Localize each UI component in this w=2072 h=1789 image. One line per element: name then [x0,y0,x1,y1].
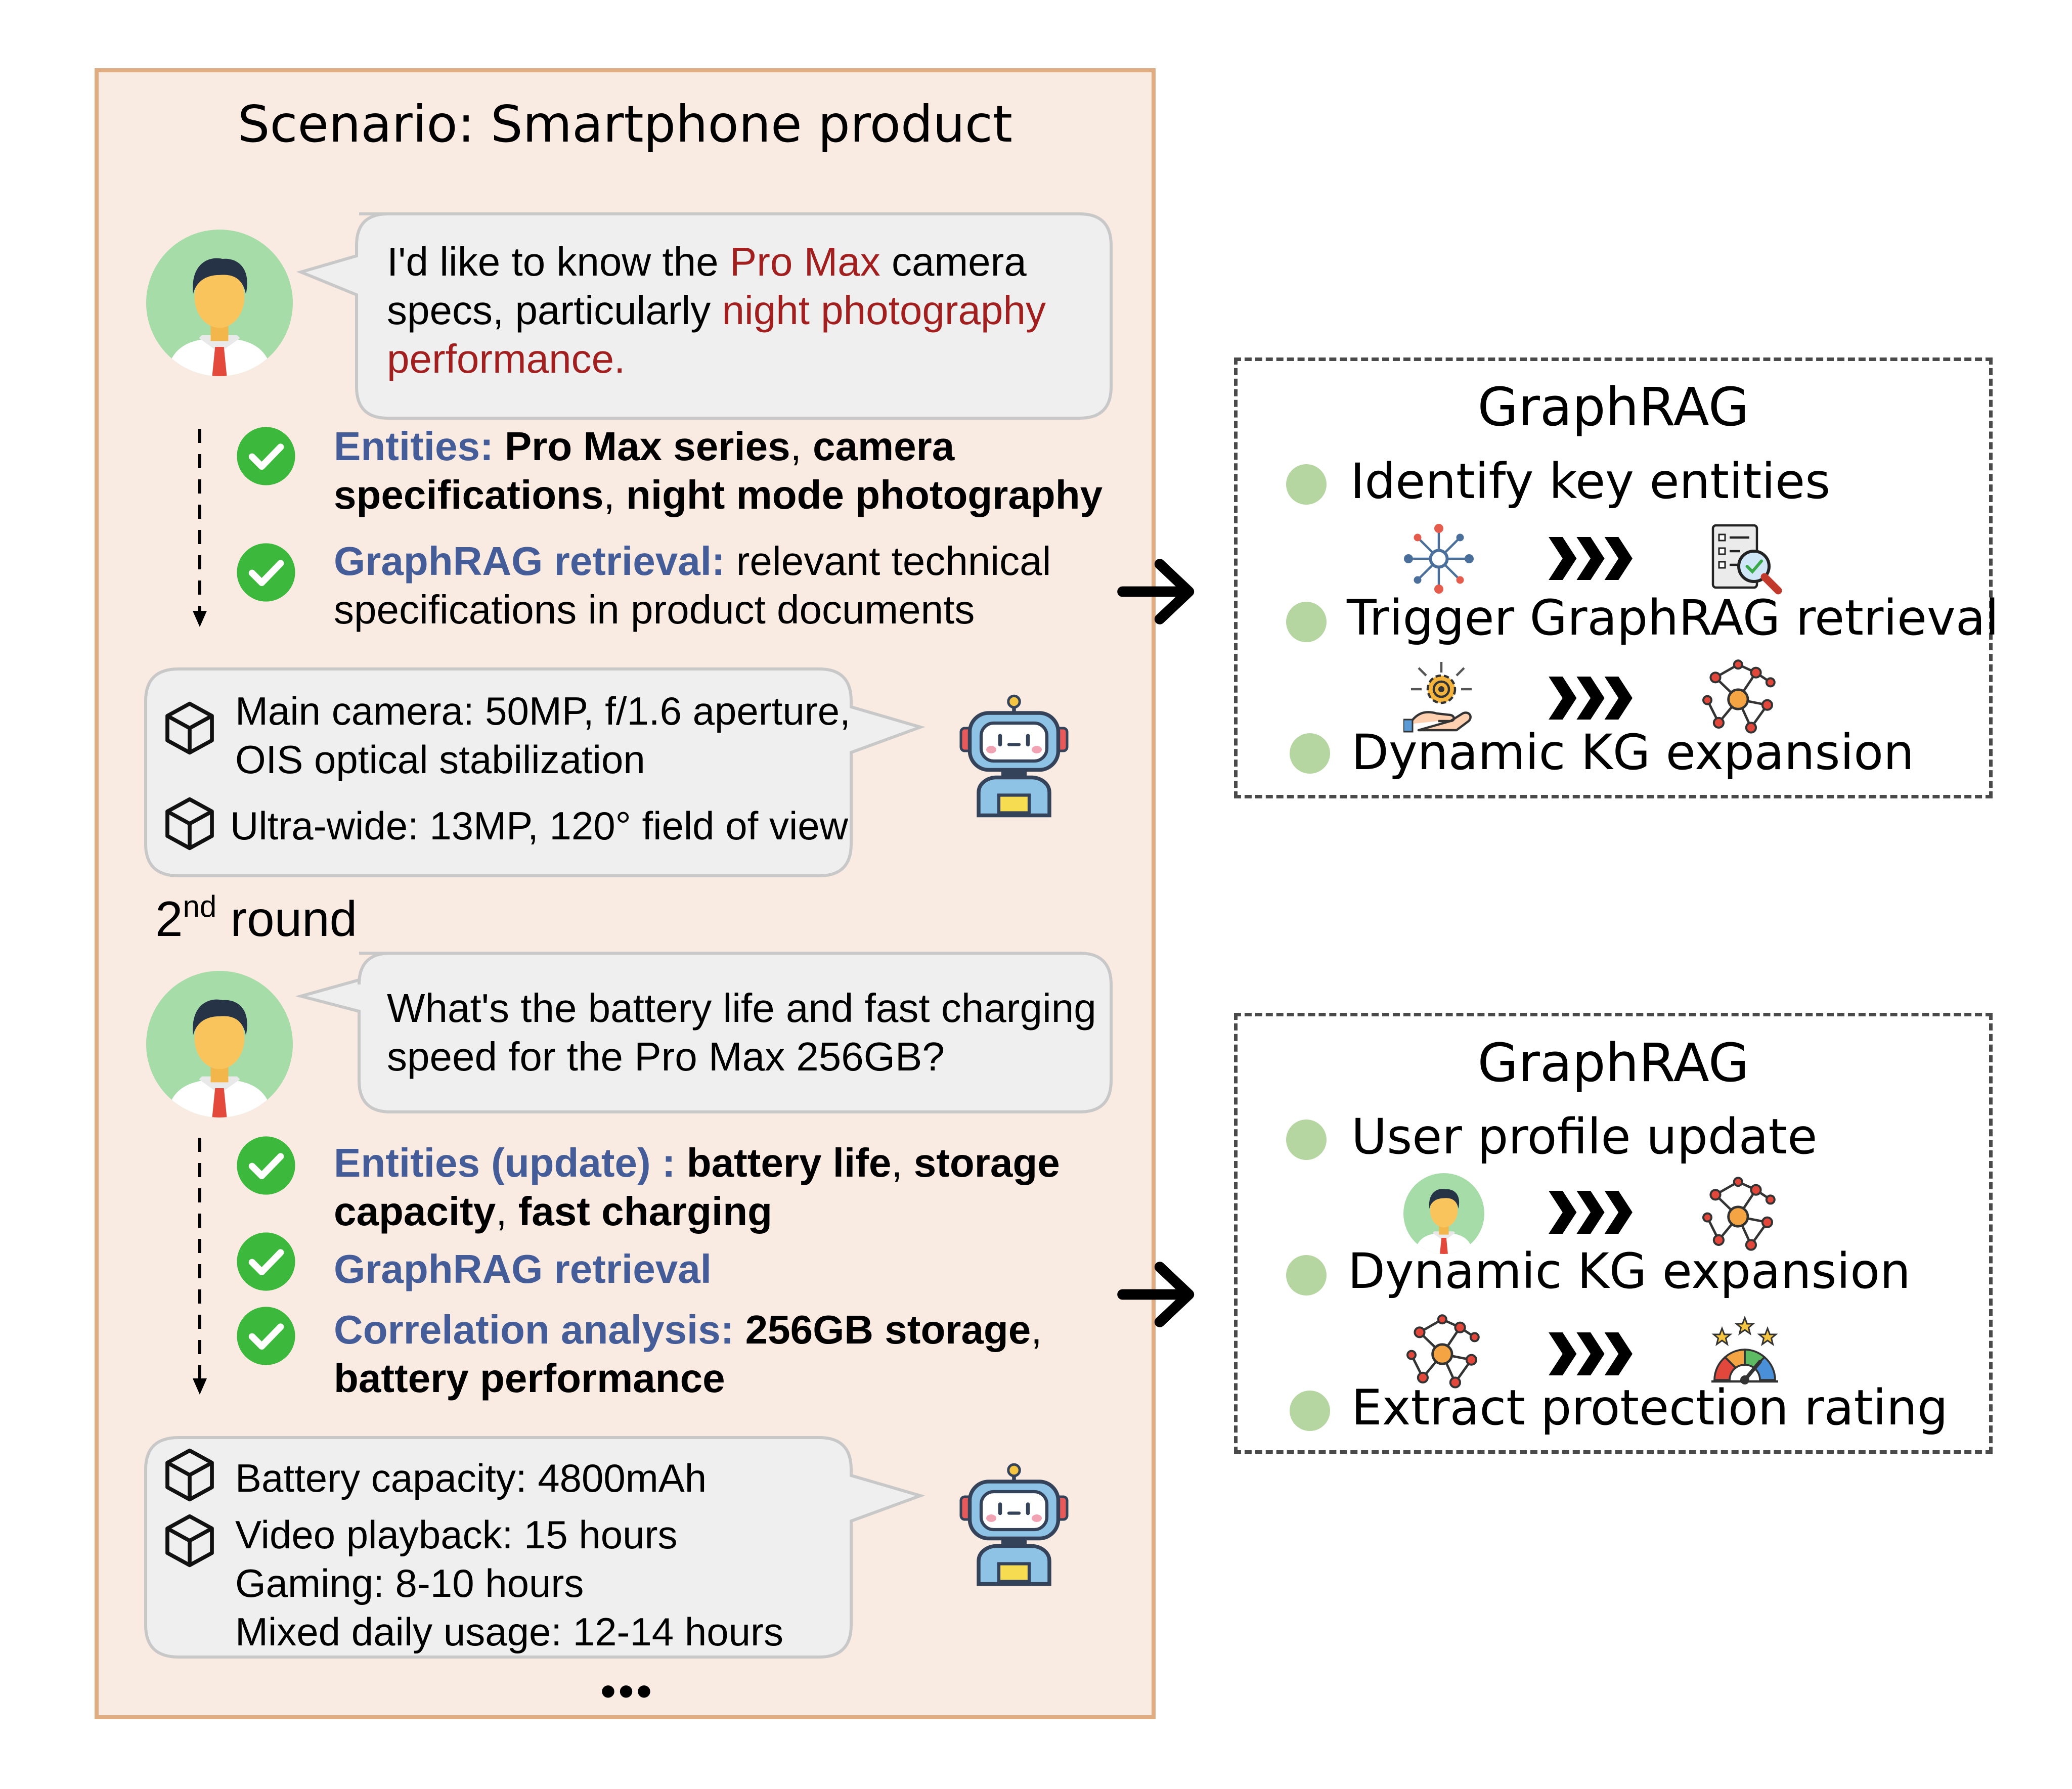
response-line: Battery capacity: 4800mAh [235,1456,707,1500]
graphrag-title: GraphRAG [1477,1032,1749,1094]
chevrons-right-icon [1532,1332,1649,1375]
network-hub-icon [1401,521,1477,597]
separator: , [496,1189,518,1234]
arrow-right-icon [1108,551,1209,632]
entity: 256GB storage [734,1307,1031,1352]
separator: , [1031,1307,1042,1352]
graphrag-item: User profile update [1351,1108,1818,1165]
graphrag-box-1 [1234,357,1993,798]
dashed-flow-arrow [193,429,207,627]
bullet-dot [1290,733,1330,774]
response-bubble-shape [144,667,925,877]
user-avatar-icon [146,230,293,376]
entity: fast charging [518,1189,772,1234]
step-text: relevant technical specifications in pro… [334,539,1051,632]
user-bubble-shape [296,212,1113,420]
separator: , [891,1140,914,1185]
response-line: Mixed daily usage: 12-14 hours [235,1609,783,1654]
query-highlight: Pro Max [729,239,880,284]
step-label: Entities: [334,424,494,469]
entity: Pro Max series [493,424,790,469]
knowledge-graph-icon [1699,655,1780,736]
response-line: Gaming: 8-10 hours [235,1561,584,1605]
round-ordinal: nd [183,889,217,923]
checkmark-icon [236,1306,296,1366]
knowledge-graph-icon [1403,1310,1484,1391]
bullet-dot [1286,464,1327,505]
user-bubble-shape [295,952,1113,1113]
arrow-right-icon [1108,1254,1209,1335]
step-entities-update: Entities (update) : battery life, storag… [334,1139,1082,1236]
user-query-2: What's the battery life and fast chargin… [387,986,1096,1079]
document-search-icon [1704,521,1785,597]
bullet-dot [1290,1391,1330,1431]
round-word: round [216,891,358,947]
cube-icon [162,796,217,852]
response-list-2: Battery capacity: 4800mAh Video playback… [235,1454,842,1656]
user-avatar-icon [146,971,293,1117]
entity: battery life [675,1140,892,1185]
user-query-1: I'd like to know the Pro Max camera spec… [387,238,1095,383]
user-avatar-icon [1403,1173,1484,1254]
robot-icon [951,1451,1077,1600]
step-retrieval: GraphRAG retrieval: relevant technical s… [334,537,1072,634]
response-line-2: Ultra-wide: 13MP, 120° field of view [230,803,848,848]
query-highlight: night photography performance. [387,288,1046,381]
bullet-dot [1286,1255,1327,1295]
response-line-1: Main camera: 50MP, f/1.6 aperture, OIS o… [235,689,851,782]
chevrons-right-icon [1532,677,1649,720]
gear-hand-icon [1403,657,1479,733]
step-label: GraphRAG retrieval: [334,539,725,584]
cube-icon [162,700,217,756]
graphrag-title: GraphRAG [1477,376,1749,438]
step-graphrag-retrieval: GraphRAG retrieval [334,1246,712,1291]
cube-icon [162,1513,217,1569]
step-correlation-analysis: Correlation analysis: 256GB storage, bat… [334,1306,1092,1403]
bullet-dot [1286,602,1327,642]
scenario-title: Scenario: Smartphone product [237,95,1013,154]
entity: night mode photography [626,472,1103,517]
checkmark-icon [236,542,296,603]
graphrag-box-2 [1234,1013,1993,1454]
step-label: Entities (update) : [334,1140,676,1185]
bullet-dot [1286,1120,1327,1160]
round-number: 2 [155,891,183,947]
separator: , [790,424,813,469]
entity: camera specifications [334,424,955,517]
step-label: Correlation analysis: [334,1307,734,1352]
graphrag-item: Dynamic KG expansion [1348,1243,1911,1300]
cube-icon [162,1447,217,1503]
continuation-ellipsis: ••• [600,1666,654,1717]
query-text: camera specs, particularly [387,239,1027,333]
checkmark-icon [236,1135,296,1196]
separator: , [603,472,626,517]
graphrag-item: Trigger GraphRAG retrieval [1347,590,1999,646]
robot-icon [951,683,1077,832]
response-bubble-shape [144,1436,925,1659]
dashed-flow-arrow [193,1138,207,1395]
graphrag-item: Identify key entities [1350,453,1831,510]
entity: storage capacity [334,1140,1060,1234]
graphrag-item: Extract protection rating [1351,1379,1948,1436]
knowledge-graph-icon [1699,1172,1780,1253]
chevrons-right-icon [1532,537,1649,580]
query-text: I'd like to know the [387,239,730,284]
graphrag-item: Dynamic KG expansion [1351,724,1914,781]
response-line: Video playback: 15 hours [235,1512,678,1557]
checkmark-icon [236,426,296,486]
entity: battery performance [334,1356,725,1401]
round-label: 2nd round [155,891,358,947]
checkmark-icon [236,1231,296,1292]
chevrons-right-icon [1532,1191,1649,1234]
step-entities: Entities: Pro Max series, camera specifi… [334,422,1133,519]
